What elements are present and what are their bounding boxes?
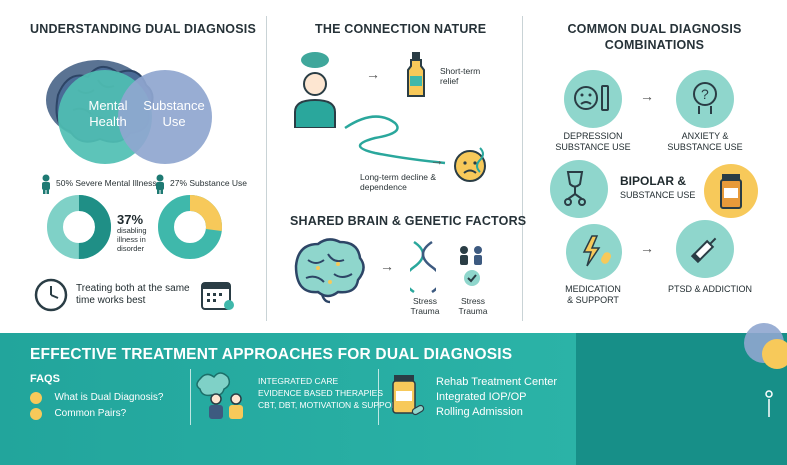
mid-note: disabling illness in disorder — [117, 226, 147, 253]
col3-title-line2: COMBINATIONS — [604, 38, 705, 52]
stat-left: 50% Severe Mental Illness — [56, 178, 157, 188]
deco-dots — [764, 389, 774, 424]
dna-caption: Stress Trauma — [410, 296, 440, 316]
combo3-line2: SUBSTANCE USE — [620, 190, 696, 200]
short-term-label: Short-term relief — [440, 66, 481, 86]
long-term-label: Long-term decline & dependence — [360, 172, 437, 192]
combo1-label: DEPRESSION SUBSTANCE USE — [555, 131, 631, 152]
pill-bottle-icon — [718, 172, 744, 215]
faq1-item[interactable]: What is Dual Diagnosis? — [30, 389, 163, 407]
combo4-label: MEDICATION & SUPPORT — [565, 284, 621, 305]
anxiety-circle — [676, 70, 734, 128]
calendar-icon — [200, 278, 236, 317]
family-icon — [454, 242, 490, 293]
info-icon-2 — [30, 407, 42, 420]
venn-left-label: Mental Health — [88, 98, 128, 129]
deco-circle-yellow — [762, 339, 787, 369]
dna-icon — [403, 240, 443, 299]
info-icon — [30, 391, 42, 404]
wavy-line — [340, 98, 450, 173]
care-line3: CBT, DBT, MOTIVATION & SUPPORT — [258, 400, 403, 410]
venn-right-label: Substance Use — [143, 98, 205, 129]
brain-icon-2 — [288, 234, 368, 309]
arrow-icon-2: → — [430, 152, 444, 168]
faq2-item[interactable]: Common Pairs? — [30, 405, 126, 423]
combo2-label: ANXIETY & SUBSTANCE USE — [667, 131, 743, 152]
bottom-divider-1 — [190, 369, 191, 425]
medication-bottle-icon — [390, 373, 426, 426]
center-line2: Integrated IOP/OP — [436, 391, 527, 403]
people-caption: Stress Trauma — [458, 296, 488, 316]
center-line3: Rolling Admission — [436, 406, 523, 418]
clock-text: Treating both at the same time works bes… — [76, 283, 190, 306]
combo3-line1: BIPOLAR & — [620, 174, 686, 188]
donut-right — [157, 194, 223, 265]
arrow-icon-3: → — [380, 258, 394, 274]
arrow-icon-4: → — [640, 88, 654, 104]
bottom-banner: EFFECTIVE TREATMENT APPROACHES FOR DUAL … — [0, 323, 787, 465]
depression-circle — [564, 70, 622, 128]
care-line2: EVIDENCE BASED THERAPIES — [258, 388, 384, 398]
faqs-heading: FAQS — [30, 373, 60, 385]
column-divider-1 — [266, 16, 267, 321]
arrow-icon: → — [366, 66, 380, 82]
glass-network-icon — [562, 168, 596, 215]
col3-title-line1: COMMON DUAL DIAGNOSIS — [567, 22, 742, 36]
care-team-icon — [196, 369, 252, 426]
care-line1: INTEGRATED CARE — [258, 376, 339, 386]
arrow-icon-5: → — [640, 240, 654, 256]
sad-face-icon-2 — [572, 82, 614, 119]
mid-percent: 37% — [117, 212, 144, 227]
combo5-label: PTSD & ADDICTION — [667, 284, 752, 294]
lightning-pill-icon — [578, 234, 614, 273]
stressed-person-icon — [290, 48, 340, 133]
clock-icon — [34, 278, 68, 317]
question-head-icon: ? — [690, 80, 720, 121]
bottle-icon — [404, 50, 428, 103]
bipolar-circle — [550, 160, 608, 218]
column-divider-2 — [522, 16, 523, 321]
col1-title: UNDERSTANDING DUAL DIAGNOSIS — [30, 22, 256, 36]
bottom-left-panel — [0, 333, 576, 465]
faq2-text: Common Pairs? — [54, 408, 127, 420]
sad-face-icon — [450, 142, 494, 191]
syringe-icon — [688, 232, 722, 271]
center-line1: Rehab Treatment Center — [436, 376, 558, 388]
faq1-text: What is Dual Diagnosis? — [54, 392, 164, 404]
bottom-divider-2 — [378, 369, 379, 425]
bottom-title: EFFECTIVE TREATMENT APPROACHES FOR DUAL … — [30, 346, 513, 363]
person-icon-left — [40, 174, 52, 199]
venn-substance-use-circle — [118, 70, 212, 164]
person-icon-right — [154, 174, 166, 199]
stat-right: 27% Substance Use — [170, 178, 248, 188]
svg-text:?: ? — [701, 86, 709, 102]
col2-title: THE CONNECTION NATURE — [315, 22, 487, 36]
bottom-right-panel — [576, 323, 787, 465]
shared-title: SHARED BRAIN & GENETIC FACTORS — [290, 214, 527, 228]
donut-left — [46, 194, 112, 265]
